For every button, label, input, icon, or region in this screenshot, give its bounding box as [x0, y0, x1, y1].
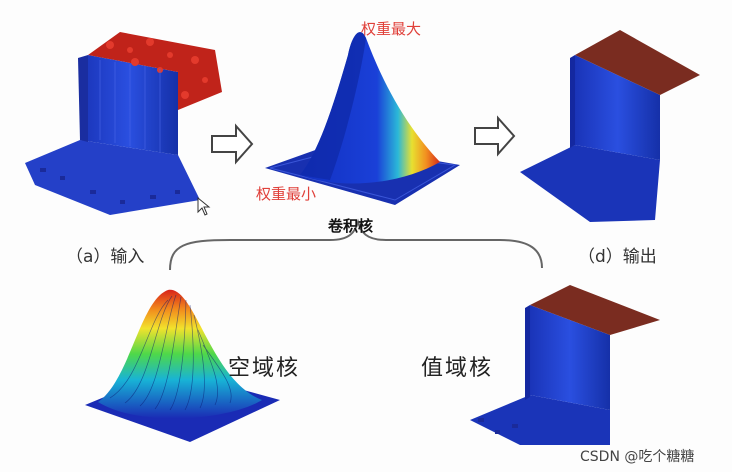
- range-kernel-label: 值域核: [421, 356, 494, 381]
- arrow-right-icon: [211, 123, 254, 165]
- spatial-kernel-label: 空域核: [228, 356, 301, 381]
- input-step-surface: [25, 32, 222, 215]
- min-weight-label: 权重最小: [256, 185, 317, 203]
- range-kernel-surface: [470, 285, 660, 445]
- kernel-label: 卷积核: [328, 217, 374, 235]
- input-caption: （a）输入: [66, 247, 145, 267]
- convolution-kernel-surface: [265, 32, 460, 205]
- output-caption: （d）输出: [578, 247, 657, 267]
- max-weight-label: 权重最大: [361, 20, 422, 38]
- watermark: CSDN @吃个糖糖: [580, 449, 695, 465]
- mouse-cursor-icon: [197, 196, 211, 216]
- spatial-kernel-surface: [85, 289, 280, 442]
- arrow-right-icon: [474, 115, 516, 157]
- output-step-surface: [520, 30, 700, 222]
- brace-connector: [169, 218, 543, 271]
